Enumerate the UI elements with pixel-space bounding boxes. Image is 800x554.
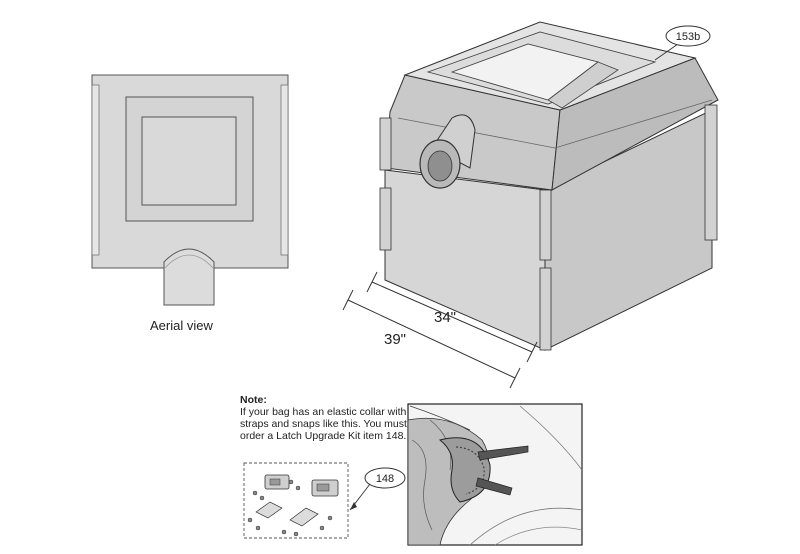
aerial-chute xyxy=(163,248,215,306)
dimension-34-line xyxy=(371,281,533,353)
unit-chute-neck xyxy=(431,114,476,169)
note-text: If your bag has an elastic collar with s… xyxy=(240,406,407,442)
aerial-chute-shadow xyxy=(164,254,214,269)
dimension-lines: 34" 39" xyxy=(342,271,538,389)
clip-right-side xyxy=(704,104,718,241)
main-unit-drawing xyxy=(379,21,719,351)
dimension-39-label: 39" xyxy=(384,331,406,348)
latch-kit-dashed-frame xyxy=(243,462,349,539)
clip-corner-upper xyxy=(539,189,552,261)
unit-chute-inner xyxy=(427,150,453,182)
aerial-inner-square xyxy=(141,116,237,206)
dimension-34-label: 34" xyxy=(434,309,456,326)
clip-left-upper xyxy=(379,117,392,171)
callout-148-bubble xyxy=(364,467,406,489)
latch-base-left xyxy=(255,501,283,519)
clip-left-lower xyxy=(379,187,392,251)
unit-opening-ramp xyxy=(547,61,619,109)
note-title: Note: xyxy=(240,394,267,406)
callout-148-text: 148 xyxy=(376,473,394,485)
bag-collar-illustration xyxy=(407,403,583,546)
callout-153b: 153b xyxy=(654,25,711,61)
aerial-left-strip xyxy=(91,84,100,256)
strap-upper xyxy=(477,445,529,461)
dimension-39-line xyxy=(347,299,516,379)
aerial-view-drawing xyxy=(91,74,289,306)
callout-153b-text: 153b xyxy=(676,31,700,43)
strap-lower xyxy=(475,477,513,496)
aerial-view-caption: Aerial view xyxy=(150,318,213,333)
latch-screws xyxy=(247,479,333,537)
clip-corner-lower xyxy=(539,267,552,351)
callout-153b-bubble xyxy=(665,25,711,47)
note-block: Note: If your bag has an elastic collar … xyxy=(240,394,425,442)
callout-148: 148 xyxy=(349,467,406,511)
latch-kit-drawing xyxy=(243,462,349,539)
aerial-right-strip xyxy=(280,84,289,256)
latch-base-right xyxy=(289,507,319,527)
